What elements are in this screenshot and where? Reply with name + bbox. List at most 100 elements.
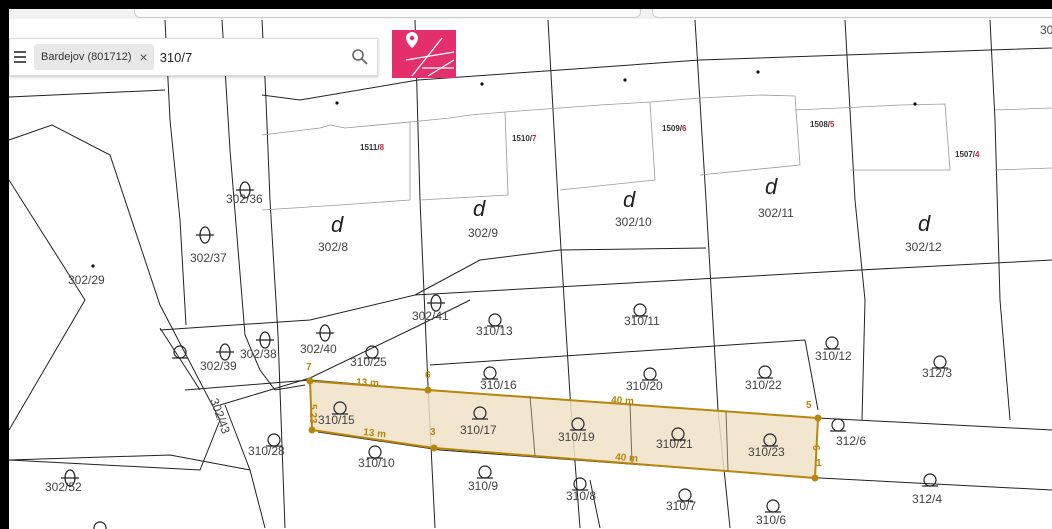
location-chip[interactable]: Bardejov (801712) × — [34, 44, 154, 70]
parcel-label: 310/16 — [480, 378, 517, 392]
edge-label: 30 — [1040, 23, 1052, 37]
parcel-label: 310/6 — [756, 513, 786, 527]
parcel-label: 302/10 — [615, 215, 652, 229]
vertex-label: 3 — [430, 427, 436, 438]
o-symbol — [487, 313, 503, 327]
theta-symbol — [427, 294, 445, 312]
parcel-label: 302/52 — [45, 480, 82, 494]
parcel-label: 310/28 — [248, 444, 285, 458]
o-symbol — [367, 445, 383, 459]
vertex-label: 5 — [806, 400, 812, 411]
o-symbol — [757, 365, 773, 379]
parcel-label: 302/29 — [68, 273, 105, 287]
vertex-label: 1 — [816, 458, 822, 469]
d-symbol: d — [623, 187, 636, 212]
parcel-label: 310/7 — [666, 499, 696, 513]
dimension-label: 6 — [810, 445, 821, 451]
parcel-label: 310/19 — [558, 430, 595, 444]
parcel-label: 302/9 — [468, 226, 498, 240]
parcel-label: 312/4 — [912, 492, 942, 506]
o-symbol — [922, 473, 938, 487]
theta-symbol — [256, 331, 274, 349]
parcel-label: 310/10 — [358, 456, 395, 470]
o-symbol — [824, 336, 840, 350]
theta-symbol — [316, 324, 334, 342]
o-symbol — [93, 521, 107, 529]
o-symbol — [364, 345, 380, 359]
o-symbol — [670, 427, 686, 441]
toolbar-segment[interactable] — [134, 9, 641, 18]
building-number: 1508/5 — [810, 120, 835, 129]
map-pin-icon — [405, 32, 455, 77]
map-layer-button[interactable] — [392, 30, 456, 78]
dimension-label: 40 m — [615, 452, 639, 465]
toolbar-segment[interactable] — [652, 9, 1052, 18]
o-symbol — [762, 433, 778, 447]
parcel-label: 302/37 — [190, 251, 227, 265]
d-symbol: d — [473, 196, 486, 221]
o-symbol — [642, 367, 658, 381]
point-markers — [91, 70, 917, 268]
menu-icon[interactable] — [10, 39, 30, 75]
parcel-label: 302/41 — [412, 309, 449, 323]
parcel-label: 312/6 — [836, 434, 866, 448]
o-symbol — [572, 477, 588, 491]
o-symbol — [477, 465, 493, 479]
parcel-label: 310/23 — [748, 445, 785, 459]
o-symbol — [332, 401, 348, 415]
location-chip-label: Bardejov (801712) — [41, 51, 132, 63]
o-symbol — [632, 303, 648, 317]
parcel-label: 302/39 — [200, 359, 237, 373]
parcel-label: 310/12 — [815, 349, 852, 363]
dimension-label: 40 m — [611, 395, 634, 407]
building-outlines — [261, 94, 1052, 211]
theta-symbol — [196, 226, 214, 244]
building-number: 1507/4 — [955, 150, 980, 159]
d-symbol: d — [918, 211, 931, 236]
o-symbol — [932, 355, 948, 369]
theta-symbol — [236, 181, 254, 199]
o-symbol — [266, 433, 282, 447]
parcel-label: 310/11 — [624, 314, 660, 328]
parcel-label: 310/15 — [318, 413, 355, 427]
o-symbol — [482, 366, 498, 380]
parcel-label: 312/3 — [922, 366, 952, 380]
o-symbol — [677, 488, 693, 502]
building-number: 1511/8 — [360, 143, 385, 152]
theta-symbol — [216, 343, 234, 361]
d-symbol: d — [765, 174, 778, 199]
parcel-label: 302/40 — [300, 342, 337, 356]
dimension-label: 13 m — [356, 377, 379, 389]
parcel-label: 310/9 — [468, 479, 498, 493]
search-bar[interactable]: Bardejov (801712) × 310/7 — [9, 38, 378, 76]
search-icon[interactable] — [343, 39, 377, 75]
vertex-markers[interactable] — [306, 377, 822, 482]
o-symbol — [472, 406, 488, 420]
building-number: 1509/6 — [662, 124, 687, 133]
building-number: 1510/7 — [512, 134, 537, 143]
parcel-label: 302/36 — [226, 192, 263, 206]
dimension-label: 13 m — [363, 427, 387, 440]
o-symbol — [830, 418, 846, 432]
dimension-label: 5.23 — [307, 404, 318, 424]
o-symbol — [172, 345, 188, 359]
parcel-label: 302/11 — [758, 206, 794, 220]
search-input[interactable]: 310/7 — [159, 49, 193, 65]
parcel-label: 310/8 — [566, 489, 596, 503]
parcel-label: 302/12 — [905, 240, 942, 254]
vertex-label: 6 — [425, 370, 431, 381]
vertex-label: 7 — [306, 362, 312, 373]
inner-divisions — [529, 395, 729, 472]
o-symbol — [570, 417, 586, 431]
o-symbol — [765, 499, 781, 513]
parcel-label: 310/13 — [476, 324, 513, 338]
top-toolbar-strip — [9, 9, 1052, 19]
close-icon[interactable]: × — [139, 49, 148, 65]
parcel-label: 310/17 — [460, 423, 497, 437]
theta-symbol — [61, 469, 79, 487]
parcel-label: 310/22 — [745, 378, 782, 392]
parcel-label: 302/38 — [240, 347, 277, 361]
